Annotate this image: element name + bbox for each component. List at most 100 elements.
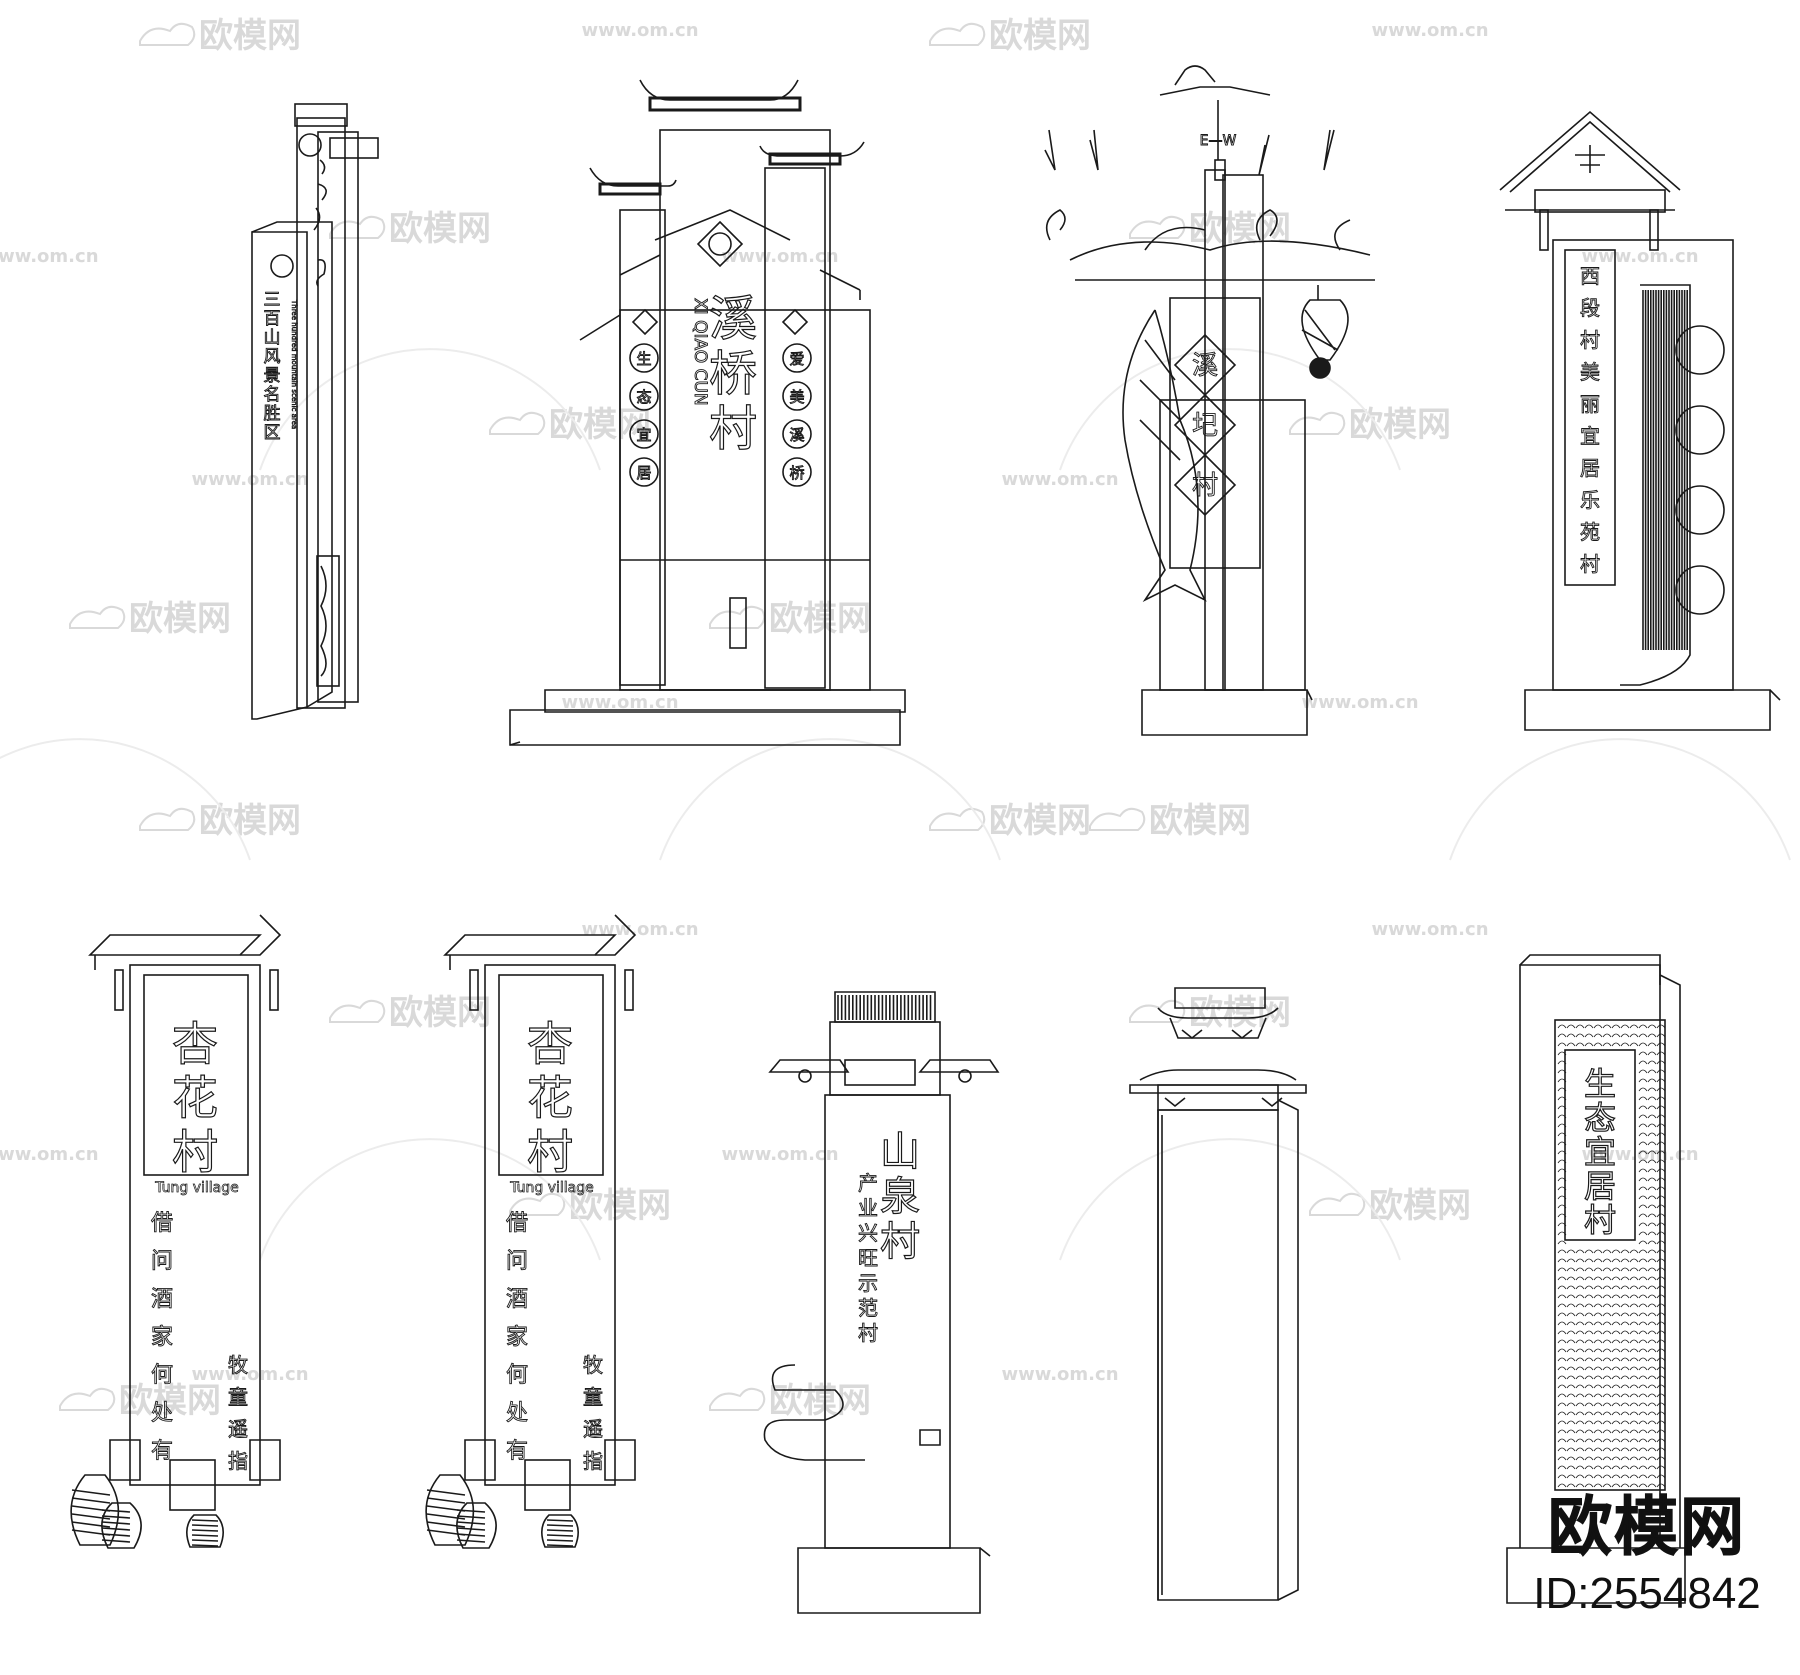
sign9-lattice-scale	[1620, 1249, 1630, 1254]
sign7-base-slab	[797, 1547, 981, 1614]
sign9-lattice-scale	[1638, 1474, 1648, 1479]
sign4-title-char: 村	[1580, 328, 1600, 352]
sign-jar-weave	[191, 1524, 219, 1527]
sign3-title-char: 溪	[1192, 351, 1218, 381]
sign9-lattice-scale	[1602, 1042, 1612, 1047]
sign9-lattice-scale	[1602, 1393, 1612, 1398]
sign3-title-char: 村	[1192, 471, 1218, 501]
watermark-url-text: www.om.cn	[1001, 1364, 1118, 1385]
sign9-lattice-scale	[1656, 1123, 1666, 1128]
sign9-lattice-scale	[1602, 1438, 1612, 1443]
sign9-title-char: 宜	[1584, 1133, 1616, 1171]
sign9-lattice-scale	[1602, 1411, 1612, 1416]
sign9-lattice-scale	[1602, 1375, 1612, 1380]
sign-poem-char: 家	[506, 1325, 528, 1350]
watermark-arc	[1449, 738, 1791, 861]
sign2-right-medallion-char: 桥	[789, 464, 804, 482]
sign9-lattice-scale	[1647, 1312, 1657, 1317]
sign9-lattice-scale	[1638, 1375, 1648, 1380]
sign9-lattice-scale	[1647, 1204, 1657, 1209]
sign9-lattice-scale	[1656, 1051, 1666, 1056]
sign-jar-weave	[546, 1539, 574, 1542]
sign9-lattice-scale	[1584, 1375, 1594, 1380]
sign9-lattice-scale	[1566, 1483, 1576, 1488]
sign9-lattice-scale	[1629, 1321, 1639, 1326]
watermark-logo: 欧模网	[489, 405, 651, 445]
sign9-lattice-scale	[1647, 1168, 1657, 1173]
sign-poem-char: 有	[506, 1439, 528, 1464]
sign9-lattice-scale	[1647, 1348, 1657, 1353]
sign2-left-medallion-char: 态	[636, 388, 651, 406]
sign9-lattice-scale	[1647, 1483, 1657, 1488]
sign9-lattice-scale	[1647, 1150, 1657, 1155]
sign9-lattice-scale	[1656, 1033, 1666, 1038]
sign9-lattice-scale	[1557, 1096, 1567, 1101]
sign7-side-arms	[768, 1059, 1000, 1073]
sign7-slogan-char: 产	[858, 1171, 878, 1195]
sign-jar-weave	[426, 1529, 466, 1536]
sign9-front-face	[1519, 964, 1661, 1548]
sign9-lattice-scale	[1647, 1114, 1657, 1119]
sign9-lattice-scale	[1557, 1114, 1567, 1119]
sign9-lattice-scale	[1557, 1186, 1567, 1191]
sign-jar-weave	[426, 1513, 466, 1520]
sign9-lattice-scale	[1557, 1447, 1567, 1452]
sign4-title-char: 段	[1580, 296, 1600, 320]
sign-jar-weave	[546, 1529, 574, 1532]
sign9-lattice-scale	[1602, 1033, 1612, 1038]
sign9-lattice-scale	[1638, 1132, 1648, 1137]
sign-jar-weave	[71, 1513, 111, 1520]
sign9-lattice-scale	[1656, 1024, 1666, 1029]
sign9-lattice-scale	[1557, 1150, 1567, 1155]
sign8-top-cap	[1174, 987, 1266, 1009]
watermark-emblem-icon	[1309, 1192, 1366, 1216]
sign9-lattice-scale	[1566, 1357, 1576, 1362]
sign9-lattice-scale	[1584, 1465, 1594, 1470]
sign3-mast-side	[1222, 174, 1264, 691]
sign9-lattice-scale	[1575, 1375, 1585, 1380]
sign9-lattice-scale	[1557, 1087, 1567, 1092]
sign2-left-medallion-icon	[629, 457, 659, 487]
sign9-lattice-scale	[1557, 1429, 1567, 1434]
sign-poem-char: 家	[151, 1325, 173, 1350]
sign-post-right	[269, 969, 279, 1011]
sign9-lattice-scale	[1620, 1384, 1630, 1389]
sign7-plaque-icon	[919, 1429, 941, 1446]
sign9-lattice-scale	[1629, 1438, 1639, 1443]
sign9-lattice-scale	[1557, 1357, 1567, 1362]
sign-title-char: 杏	[172, 1017, 218, 1071]
sign9-lattice-scale	[1557, 1303, 1567, 1308]
sign9-lattice-scale	[1557, 1177, 1567, 1182]
sign9-lattice-scale	[1566, 1447, 1576, 1452]
sign4-round-window-icon	[1675, 325, 1725, 375]
sign-jar-weave	[71, 1505, 111, 1512]
sign2-main-pillar	[659, 129, 831, 691]
sign4-round-window-icon	[1675, 565, 1725, 615]
sign-title-char: 村	[527, 1125, 573, 1179]
sign9-lattice-scale	[1602, 1384, 1612, 1389]
sign9-lattice-scale	[1593, 1411, 1603, 1416]
sign9-lattice-scale	[1647, 1024, 1657, 1029]
watermark-url-text: www.om.cn	[0, 246, 99, 267]
sign9-lattice-scale	[1557, 1258, 1567, 1263]
sign9-lattice-scale	[1575, 1429, 1585, 1434]
watermark-url-text: www.om.cn	[581, 919, 698, 940]
sign8-edge-highlight	[1157, 1110, 1163, 1600]
sign9-lattice-scale	[1620, 1321, 1630, 1326]
sign2-left-medallion-char: 生	[636, 350, 651, 368]
sign9-lattice-scale	[1638, 1150, 1648, 1155]
sign9-lattice-scale	[1611, 1330, 1621, 1335]
sign9-lattice-scale	[1620, 1294, 1630, 1299]
sign9-lattice-scale	[1647, 1258, 1657, 1263]
sign-jar-weave	[426, 1521, 466, 1528]
sign9-lattice-scale	[1584, 1366, 1594, 1371]
sign9-lattice-scale	[1566, 1348, 1576, 1353]
sign9-lattice-scale	[1647, 1357, 1657, 1362]
sign9-lattice-scale	[1584, 1438, 1594, 1443]
sign9-lattice-scale	[1557, 1069, 1567, 1074]
sign4-title-char: 宜	[1580, 424, 1600, 448]
sign-jar-weave	[191, 1539, 219, 1542]
sign9-lattice-scale	[1647, 1402, 1657, 1407]
sign9-lattice-scale	[1557, 1132, 1567, 1137]
